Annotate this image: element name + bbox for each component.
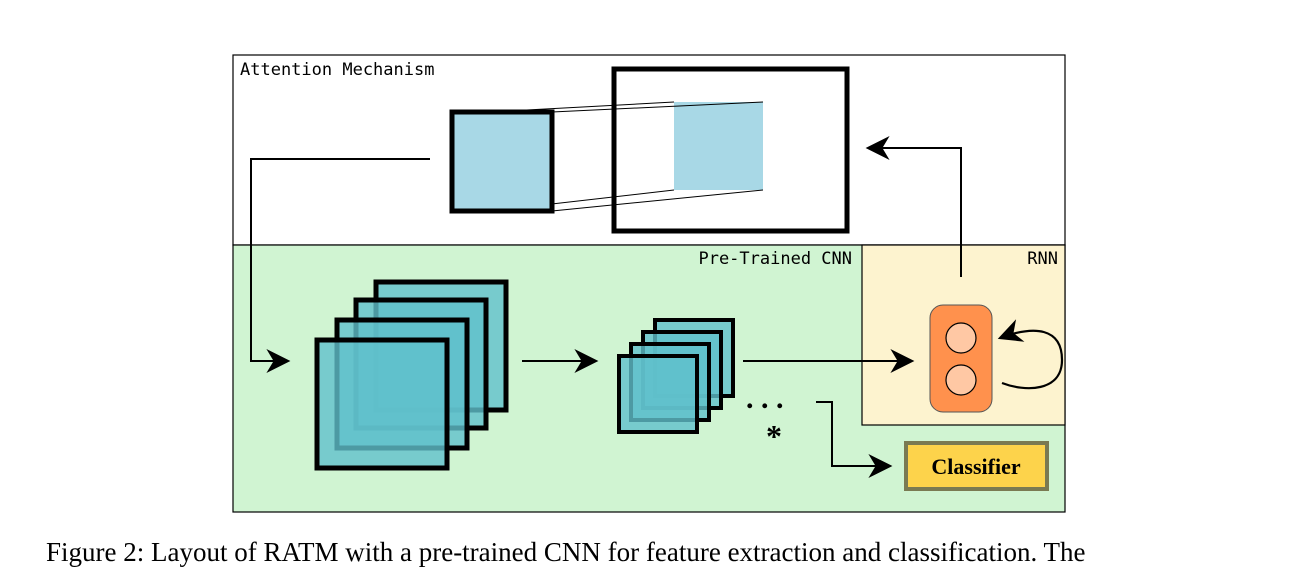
feature-map-small-4 [617,354,699,434]
rnn-recurrent-arrow [997,319,1064,390]
projection-line-bottom [551,189,764,212]
rnn-unit-bottom [945,364,977,396]
feature-map-large-4 [314,337,450,471]
classifier-box [904,441,1049,491]
glimpse-region [674,102,763,190]
star-label: * [766,418,782,454]
ellipsis-label: . . . [746,382,784,415]
attention-label: Attention Mechanism [240,60,434,80]
feature-stack-large [314,279,509,471]
rnn-cell [929,304,993,413]
cnn-label: Pre-Trained CNN [698,249,852,269]
glimpse-to-cnn-arrow [250,158,430,373]
classifier-label: Classifier [931,454,1020,479]
figure-caption: Figure 2: Layout of RATM with a pre-trai… [46,537,1086,567]
feature-stack-small [617,318,735,434]
to-classifier-arrow [816,401,893,478]
projection-line-top [551,101,764,113]
glimpse-patch [449,109,555,214]
rnn-label: RNN [1027,249,1058,269]
rnn-unit-top [945,322,977,354]
rnn-to-attention-arrow [865,136,962,277]
